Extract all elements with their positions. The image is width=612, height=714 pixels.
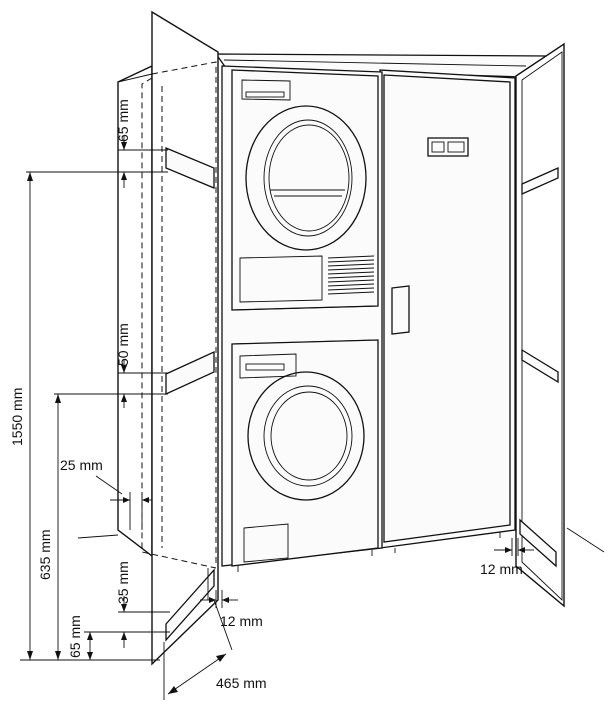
right-cabinet [379, 69, 516, 553]
dim-overall-height-label: 1550 mm [9, 388, 25, 446]
right-door [515, 42, 565, 608]
dim-lower-height [55, 394, 61, 660]
left-middle-bracket-icon [165, 350, 215, 396]
washer-filter-icon [243, 523, 289, 563]
floor-lines [77, 527, 605, 553]
dim-left-clearance [200, 590, 238, 608]
dryer-panel-icon [239, 255, 323, 303]
washer [231, 339, 379, 572]
appliance-stack [221, 65, 383, 572]
dim-bottom-rail-label: 35 mm [115, 561, 131, 604]
dim-side-gap-label: 25 mm [60, 457, 103, 473]
right-upper-bracket-icon [521, 166, 559, 196]
dim-lower-height-label: 635 mm [37, 529, 53, 580]
dim-middle-gap [54, 360, 168, 408]
washer-drawer-icon [239, 353, 297, 379]
dim-bottom-offset [87, 632, 93, 660]
dim-right-clearance [494, 538, 534, 556]
dim-bottom-rail [84, 596, 170, 648]
door-handle-icon [391, 285, 410, 335]
washer-door-icon [247, 371, 365, 501]
dashed-outline [141, 61, 217, 569]
dim-bottom-offset-label: 65 mm [67, 615, 83, 658]
dim-right-clearance-label: 12 mm [480, 561, 523, 577]
dryer [231, 69, 379, 311]
dim-left-clearance-label: 12 mm [220, 613, 263, 629]
dryer-drawer-icon [241, 79, 291, 101]
dim-depth [163, 599, 233, 700]
dim-top-gap-label: 65 mm [115, 99, 131, 142]
left-lower-bracket-icon [165, 568, 215, 642]
right-lower-bracket-icon [519, 518, 557, 568]
left-door [151, 10, 219, 666]
dim-depth-label: 465 mm [216, 675, 267, 691]
dryer-door-icon [245, 105, 367, 251]
dim-side-gap [95, 475, 152, 530]
right-middle-bracket-icon [521, 348, 559, 384]
vent-grille-icon [327, 255, 375, 295]
dim-middle-gap-label: 50 mm [115, 323, 131, 366]
dim-top-gap [26, 136, 168, 188]
